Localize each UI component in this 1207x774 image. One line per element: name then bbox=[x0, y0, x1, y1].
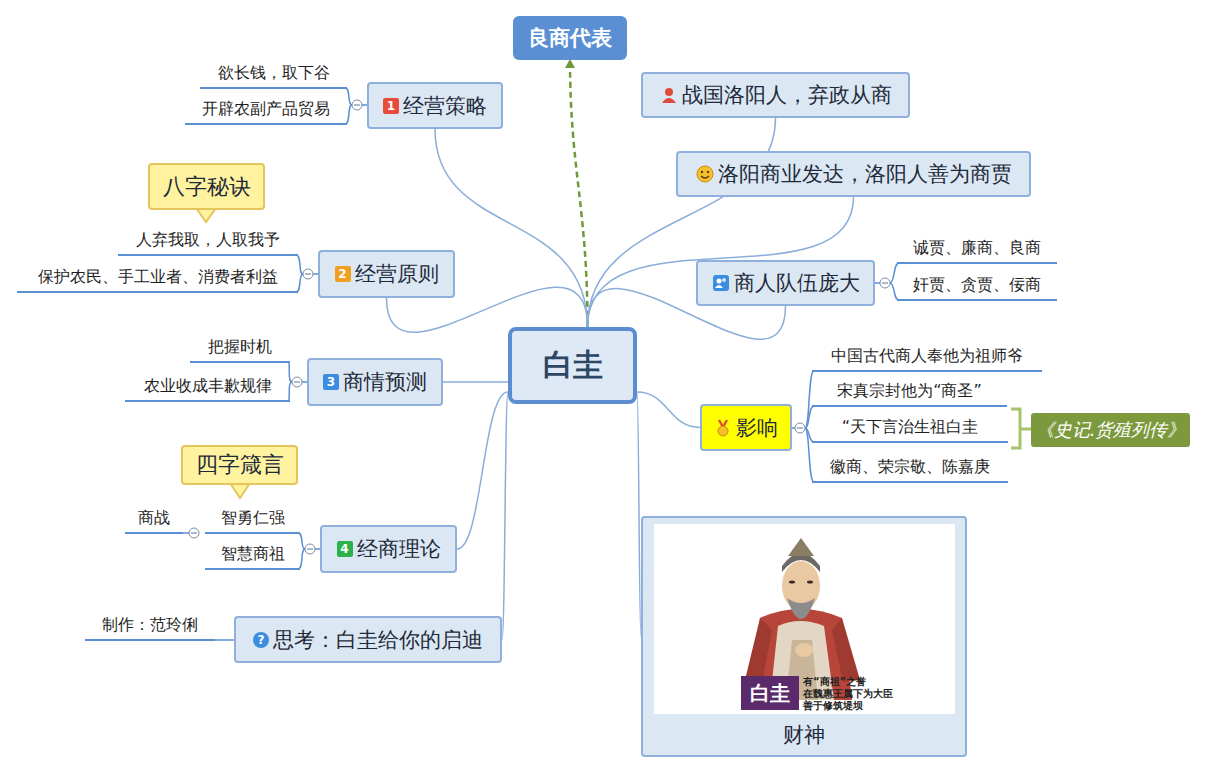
branch-connector bbox=[502, 392, 508, 640]
portrait-ground bbox=[654, 524, 955, 714]
leaf-topic: 商战 bbox=[125, 507, 183, 534]
panel-ground bbox=[641, 516, 967, 757]
topic-text: 战国洛阳人，弃政从商 bbox=[682, 81, 892, 109]
topic-text: 八字秘诀 bbox=[163, 172, 251, 202]
branch-connector bbox=[435, 129, 588, 327]
callout-box: 四字箴言 bbox=[181, 445, 298, 485]
topic-text: 白圭 bbox=[543, 345, 603, 386]
topic-box: 1经营策略 bbox=[367, 82, 503, 129]
topic-text: 影响 bbox=[736, 414, 778, 442]
callout-number: 4 bbox=[337, 541, 353, 557]
leaf-topic: 人弃我取，人取我予 bbox=[118, 229, 298, 256]
portrait-caption: 善于修筑堤坝 bbox=[803, 700, 863, 712]
leaf-topic: 徽商、荣宗敬、陈嘉庚 bbox=[812, 456, 1008, 483]
topic-text: 《史记.货殖列传》 bbox=[1036, 418, 1186, 442]
image-panel: 财神 bbox=[641, 516, 967, 757]
leaf-topic: 奸贾、贪贾、佞商 bbox=[897, 274, 1057, 301]
callout-pointer bbox=[196, 208, 216, 222]
topic-box: 3商情预测 bbox=[307, 358, 443, 406]
callout-pointer bbox=[230, 483, 250, 498]
topic-box: 商人队伍庞大 bbox=[696, 260, 875, 306]
central-topic: 白圭 bbox=[508, 327, 637, 404]
topic-box: 洛阳商业发达，洛阳人善为商贾 bbox=[676, 151, 1031, 197]
topic-box: 良商代表 bbox=[513, 16, 627, 60]
topic-text: 商情预测 bbox=[343, 368, 427, 396]
topic-box: 战国洛阳人，弃政从商 bbox=[641, 72, 910, 118]
topic-box: 2经营原则 bbox=[318, 250, 455, 298]
topic-text: 四字箴言 bbox=[196, 450, 284, 480]
topic-text: 经商理论 bbox=[357, 535, 441, 563]
topic-icon bbox=[696, 165, 714, 183]
topic-text: 经营策略 bbox=[403, 92, 487, 120]
callout-number: 1 bbox=[383, 98, 399, 114]
topic-text: 良商代表 bbox=[528, 24, 612, 52]
callout-box: 八字秘诀 bbox=[148, 163, 265, 210]
branch-connector bbox=[443, 381, 508, 383]
callout-number: 3 bbox=[323, 374, 339, 390]
portrait-caption: 有“商祖”之誉 bbox=[803, 676, 866, 688]
leaf-topic: 诚贾、廉商、良商 bbox=[897, 237, 1057, 264]
leaf-topic: 保护农民、手工业者、消费者利益 bbox=[17, 266, 298, 293]
topic-text: 商人队伍庞大 bbox=[734, 269, 860, 297]
bracket bbox=[1011, 409, 1031, 448]
topic-text: 财神 bbox=[783, 721, 825, 749]
leaf-topic: “天下言治生祖白圭 bbox=[812, 416, 1008, 443]
topic-text: 经营原则 bbox=[355, 260, 439, 288]
topic-icon bbox=[712, 274, 730, 292]
topic-icon bbox=[660, 86, 678, 104]
portrait-caption: 在魏惠王属下为大臣 bbox=[803, 688, 893, 700]
leaf-topic: 制作：范玲俐 bbox=[85, 614, 215, 641]
topic-box: 《史记.货殖列传》 bbox=[1031, 413, 1190, 447]
topic-box: 影响 bbox=[700, 404, 792, 451]
leaf-topic: 欲长钱，取下谷 bbox=[200, 62, 347, 89]
branch-connector bbox=[570, 60, 588, 327]
branch-connector bbox=[637, 392, 700, 428]
topic-text: 思考：白圭给你的启迪 bbox=[273, 626, 483, 654]
callout-number: 2 bbox=[335, 266, 351, 282]
leaf-topic: 宋真宗封他为“商圣” bbox=[812, 380, 1007, 407]
topic-box: 4经商理论 bbox=[320, 525, 457, 573]
leaf-topic: 中国古代商人奉他为祖师爷 bbox=[812, 345, 1042, 372]
leaf-topic: 智慧商祖 bbox=[205, 543, 300, 570]
leaf-topic: 开辟农副产品贸易 bbox=[185, 98, 347, 125]
topic-text: 洛阳商业发达，洛阳人善为商贾 bbox=[718, 160, 1012, 188]
leaf-topic: 把握时机 bbox=[190, 336, 290, 363]
leaf-topic: 智勇仁强 bbox=[205, 507, 300, 534]
callout-number: ? bbox=[253, 632, 269, 648]
leaf-topic: 农业收成丰歉规律 bbox=[125, 375, 290, 402]
portrait-caption: 白圭 bbox=[741, 676, 799, 710]
topic-icon bbox=[714, 419, 732, 437]
branch-connector bbox=[457, 392, 508, 549]
topic-box: ?思考：白圭给你的启迪 bbox=[234, 616, 502, 663]
